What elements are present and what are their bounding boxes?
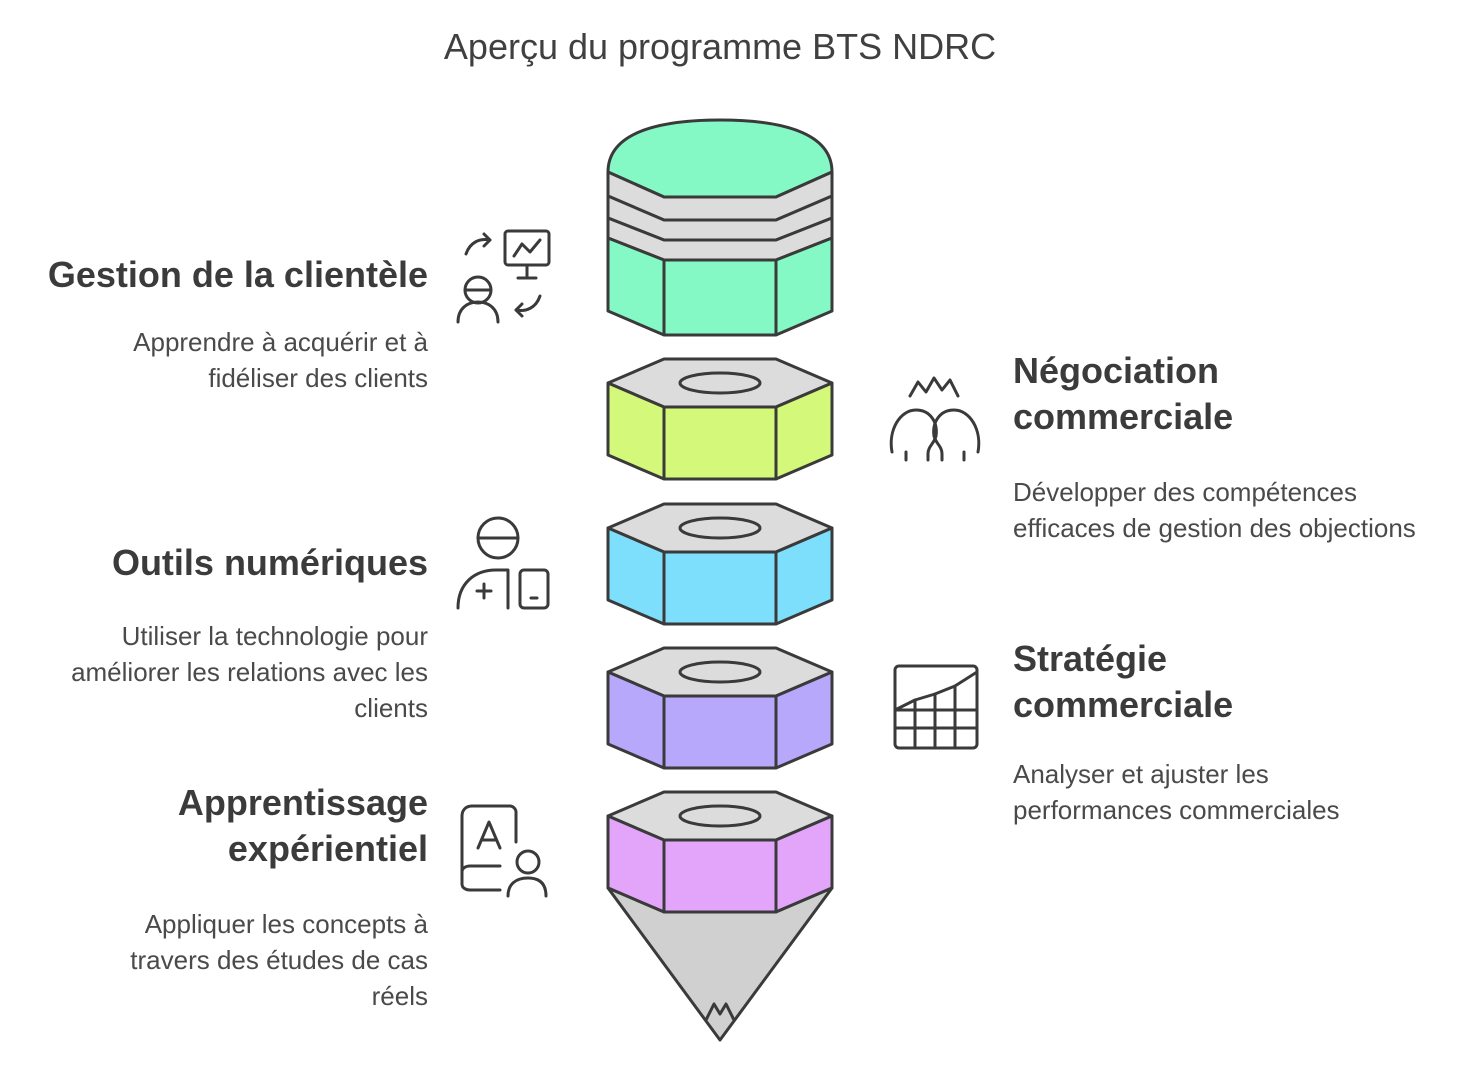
section-desc-strategy: Analyser et ajuster les performances com…: [1013, 759, 1340, 825]
section-heading-experiential-learning: Apprentissage expérientiel: [177, 782, 428, 869]
customer-presentation-icon: [456, 229, 551, 324]
page-title: Aperçu du programme BTS NDRC: [443, 26, 997, 67]
pencil-segment-negotiation: [606, 357, 834, 481]
section-heading-digital-tools: Outils numériques: [111, 542, 428, 583]
growth-chart-icon: [893, 664, 979, 750]
negotiation-heads-icon: [889, 376, 981, 462]
pencil-segment-customer-management: [606, 118, 834, 337]
section-heading-strategy: Stratégie commerciale: [1013, 638, 1234, 725]
section-desc-experiential-learning: Appliquer les concepts à travers des étu…: [130, 909, 428, 1011]
section-desc-digital-tools: Utiliser la technologie pour améliorer l…: [71, 621, 428, 723]
section-heading-negotiation: Négociation commerciale: [1013, 350, 1234, 437]
person-device-icon: [456, 516, 550, 610]
learning-book-icon: [460, 804, 548, 898]
pencil-segment-experiential-learning: [606, 790, 834, 1042]
section-desc-customer-management: Apprendre à acquérir et à fidéliser des …: [133, 327, 428, 393]
pencil-segment-strategy: [606, 646, 834, 770]
section-heading-customer-management: Gestion de la clientèle: [47, 254, 428, 295]
section-desc-negotiation: Développer des compétences efficaces de …: [1013, 477, 1416, 543]
pencil-segment-digital-tools: [606, 502, 834, 626]
